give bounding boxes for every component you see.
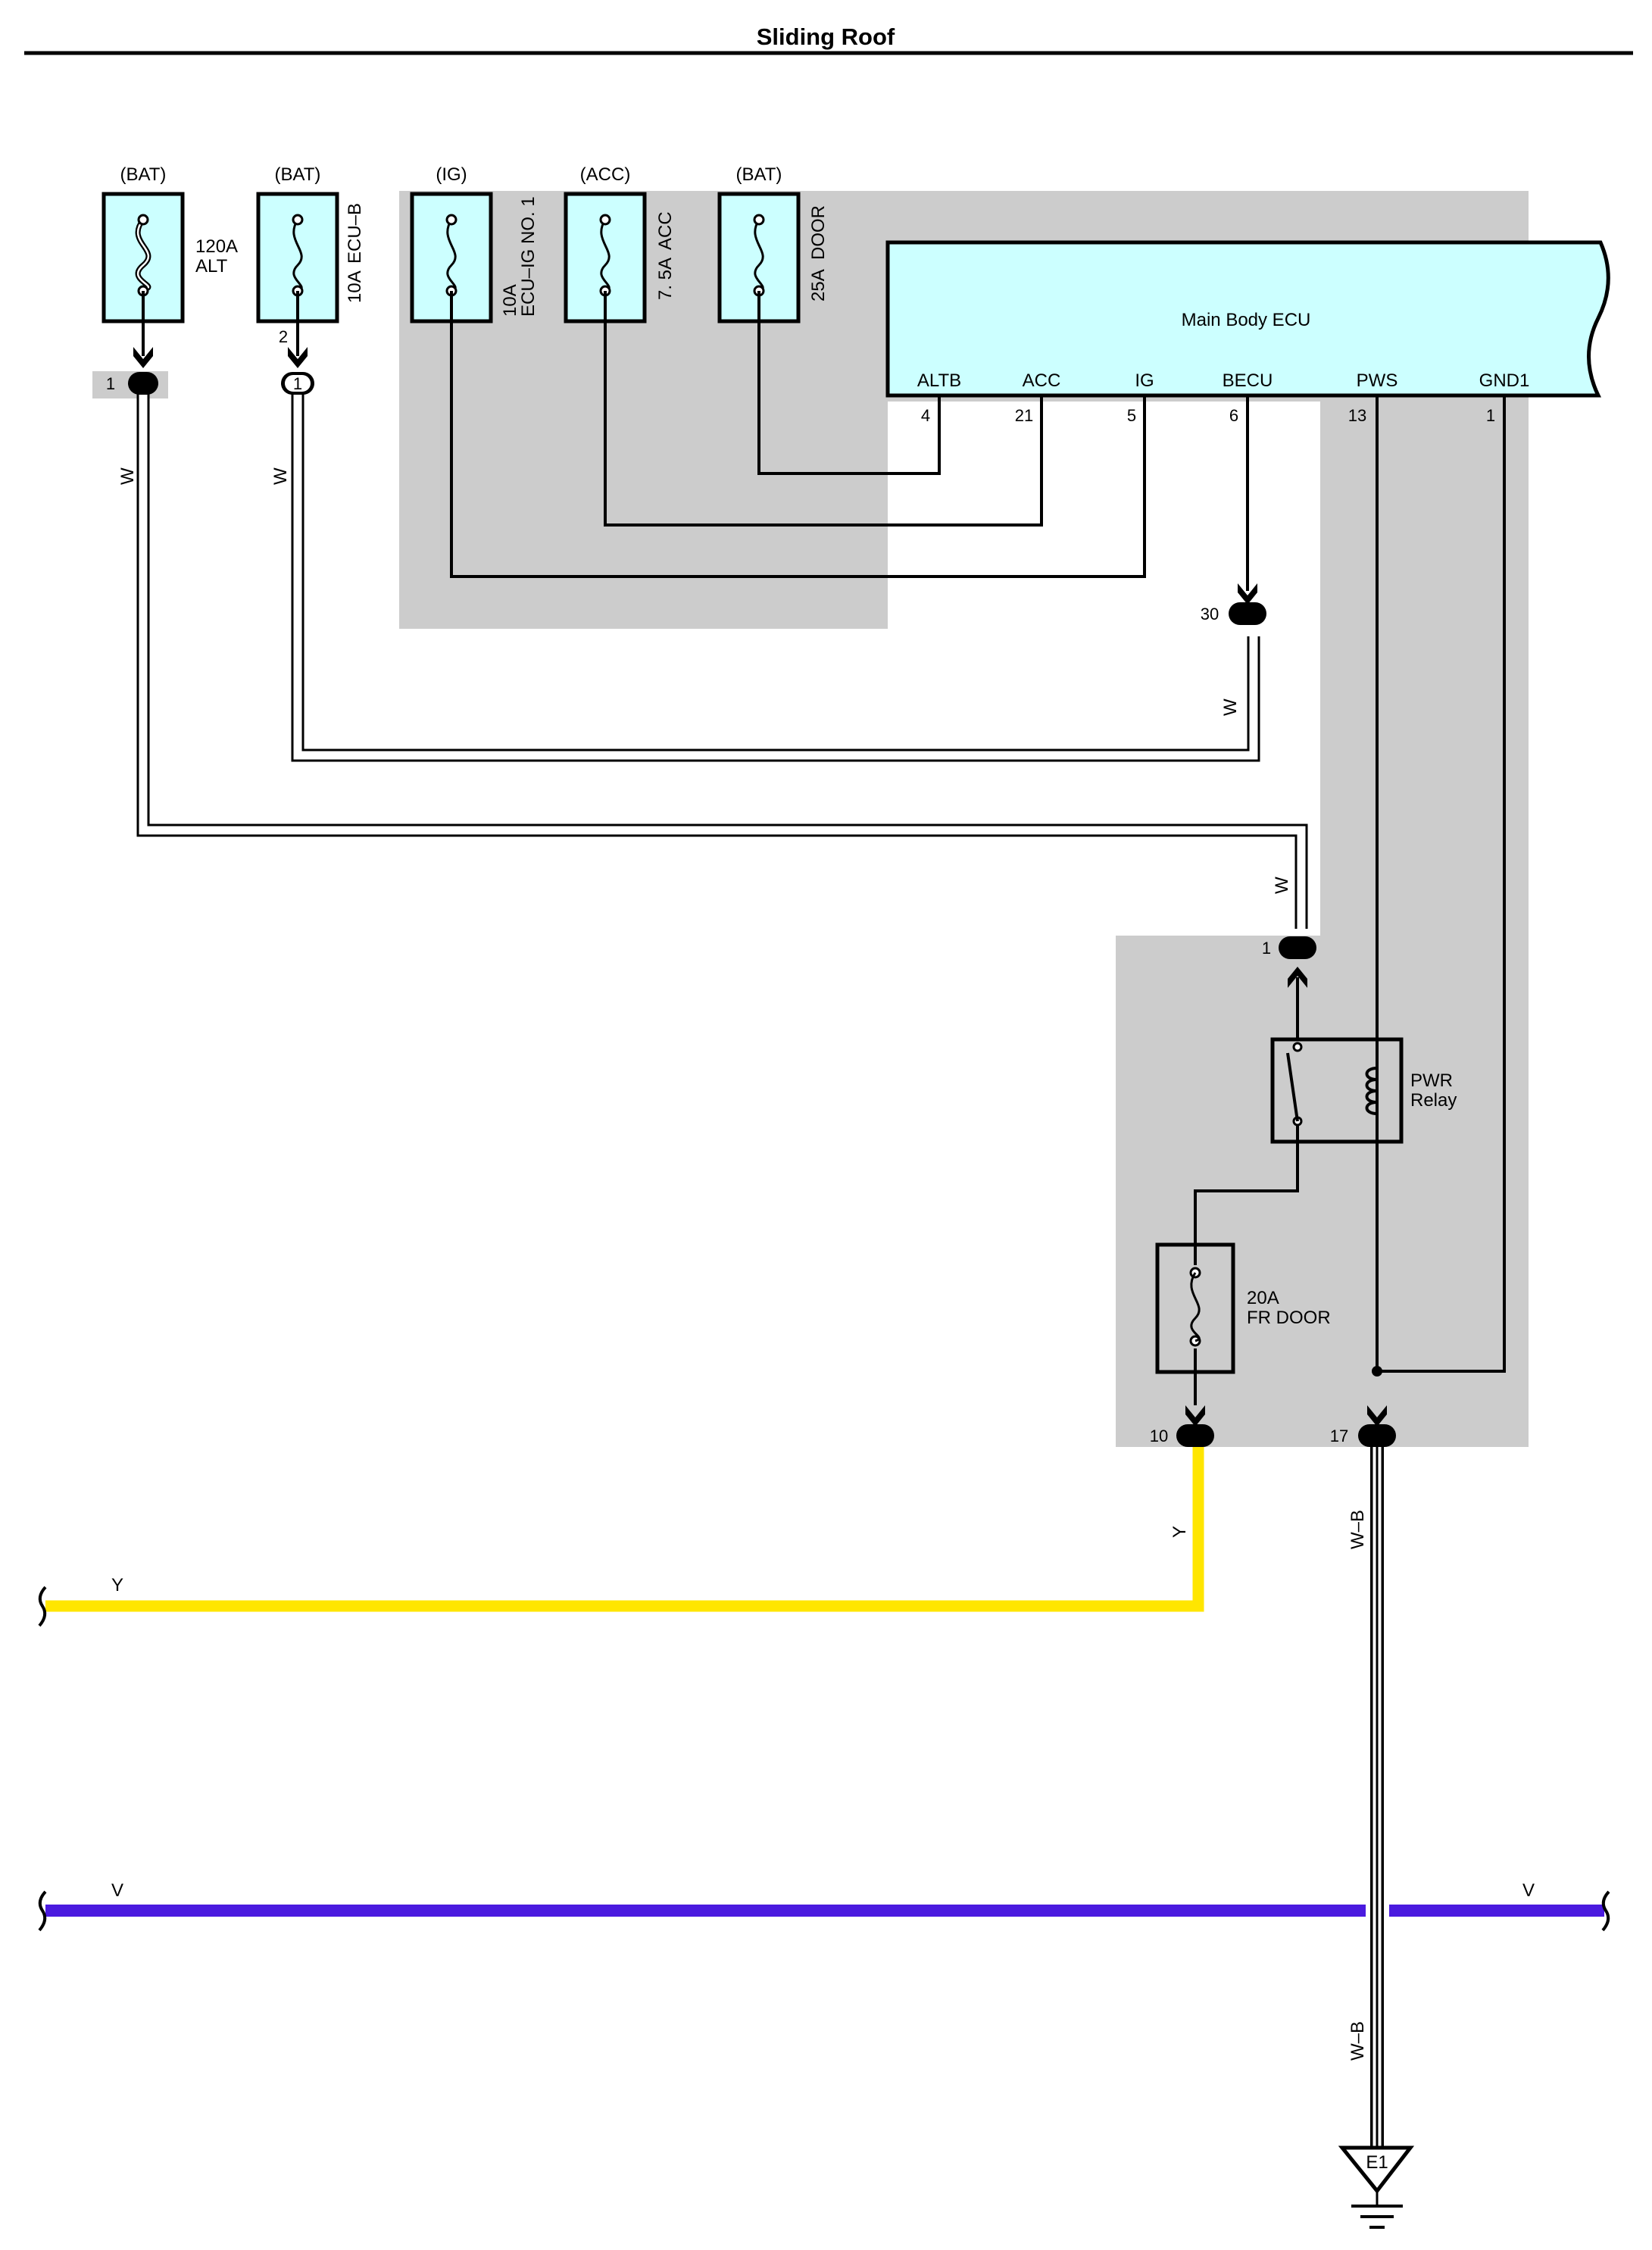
svg-text:1: 1 (1486, 406, 1495, 425)
svg-text:21: 21 (1015, 406, 1033, 425)
wire-label-y-vertical: Y (1170, 1526, 1190, 1538)
fuse-alt: (BAT) 120A ALT (101, 164, 238, 323)
svg-text:17: 17 (1330, 1427, 1348, 1445)
ecu-pin-ig: IG (1135, 370, 1154, 391)
fuse-door: (BAT) 25A DOOR (717, 164, 829, 323)
svg-text:(ACC): (ACC) (580, 164, 631, 185)
main-body-ecu: Main Body ECU ALTB ACC IG BECU PWS GND1 … (885, 240, 1610, 425)
svg-text:FR DOOR: FR DOOR (1247, 1308, 1331, 1328)
svg-text:5: 5 (1127, 406, 1136, 425)
ground-splice (1372, 1366, 1382, 1377)
connector-1: 1 2 (279, 327, 314, 395)
svg-text:10A: 10A (500, 284, 520, 317)
svg-text:10A: 10A (345, 270, 365, 303)
svg-text:30: 30 (1201, 605, 1219, 623)
svg-text:(BAT): (BAT) (120, 164, 167, 185)
wire-label-w-b-upper: W–B (1348, 1510, 1368, 1549)
connector-2g: 2G 1 (1262, 936, 1316, 988)
connector-1j: 1J 1 (106, 347, 158, 395)
svg-text:4: 4 (921, 406, 930, 425)
svg-text:1J: 1J (135, 376, 151, 393)
yellow-wire (38, 1443, 1204, 1627)
white-wire-alt (136, 394, 1308, 929)
svg-text:ECU–B: ECU–B (345, 203, 365, 264)
ecu-pin-altb: ALTB (917, 370, 961, 391)
ecu-pin-becu: BECU (1223, 370, 1273, 391)
svg-text:1: 1 (293, 374, 302, 393)
svg-text:20A: 20A (1247, 1288, 1279, 1308)
fuse-fr-door: 20A FR DOOR (1155, 1242, 1331, 1374)
svg-text:13: 13 (1348, 406, 1366, 425)
connector-2e: 2E 17 (1330, 1405, 1396, 1447)
white-wire-ecu-b (291, 394, 1260, 762)
svg-text:2B: 2B (1238, 606, 1257, 623)
ecu-pin-pws: PWS (1357, 370, 1398, 391)
svg-text:(BAT): (BAT) (736, 164, 782, 185)
fuse-ecu-ig-no1: (IG) 10A ECU–IG NO. 1 (410, 164, 539, 323)
relay-label-line2: Relay (1410, 1090, 1457, 1111)
svg-text:2E: 2E (1367, 1428, 1387, 1445)
svg-text:(IG): (IG) (436, 164, 467, 185)
wire-label-w-alt: W (117, 467, 138, 485)
ecu-supply-wires (142, 291, 1506, 1405)
wire-label-w-b-lower: W–B (1348, 2021, 1368, 2061)
svg-text:E1: E1 (1366, 2152, 1388, 2173)
fuse-ecu-b: (BAT) 10A ECU–B (256, 164, 365, 323)
svg-text:1: 1 (1262, 939, 1271, 958)
svg-text:2G: 2G (1287, 940, 1308, 958)
ecu-pin-gnd1: GND1 (1479, 370, 1530, 391)
connector-2b: 2B 30 (1201, 583, 1266, 625)
svg-text:2: 2 (279, 327, 288, 346)
svg-text:ECU–IG NO. 1: ECU–IG NO. 1 (518, 196, 539, 317)
wire-label-w-relay: W (1272, 877, 1292, 894)
svg-text:ALT: ALT (195, 256, 228, 277)
wire-label-w-becu: W (1220, 698, 1241, 716)
ecu-name: Main Body ECU (1182, 310, 1311, 330)
relay-label-line1: PWR (1410, 1070, 1453, 1091)
wire-label-v-right: V (1522, 1880, 1535, 1901)
wire-label-w-ecub: W (270, 467, 291, 485)
svg-text:6: 6 (1229, 406, 1238, 425)
svg-text:1: 1 (106, 374, 115, 393)
svg-text:120A: 120A (195, 236, 238, 257)
svg-text:2H: 2H (1185, 1428, 1206, 1445)
connector-2h: 2H 10 (1150, 1405, 1214, 1447)
svg-text:DOOR: DOOR (808, 205, 829, 260)
ground-symbol-e1: E1 (1338, 2145, 1415, 2229)
svg-text:(BAT): (BAT) (275, 164, 321, 185)
ecu-pin-acc: ACC (1023, 370, 1061, 391)
svg-text:25A: 25A (808, 269, 829, 302)
fuse-acc: (ACC) 7. 5A ACC (564, 164, 676, 323)
violet-wire (38, 1890, 1610, 1932)
svg-text:10: 10 (1150, 1427, 1168, 1445)
wire-label-y-horizontal: Y (111, 1575, 123, 1595)
svg-text:ACC: ACC (655, 211, 676, 250)
pwr-relay: PWR Relay (1270, 1037, 1457, 1144)
svg-text:7. 5A: 7. 5A (655, 258, 676, 300)
wire-label-v-left: V (111, 1880, 123, 1901)
page-title: Sliding Roof (757, 23, 895, 50)
